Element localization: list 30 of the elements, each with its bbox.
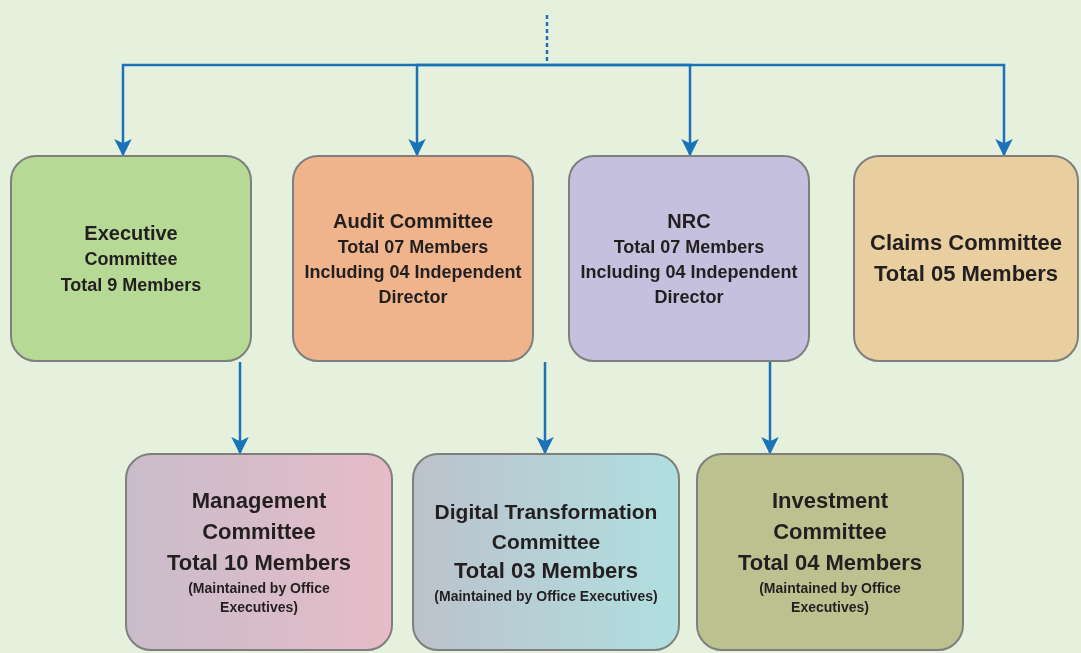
member-count: Total 07 Members Including 04 Independent Director xyxy=(303,235,523,310)
arrow xyxy=(231,362,249,455)
committee-name: Claims Committee xyxy=(870,228,1062,257)
committee-name: Executive xyxy=(84,221,178,247)
committee-name: Audit Committee xyxy=(333,208,493,234)
member-count: Total 03 Members xyxy=(453,557,639,586)
committee-name: Digital Transformation Committee xyxy=(433,499,659,555)
committee-box xyxy=(10,155,252,362)
member-count: Total 07 Members Including 04 Independent Director xyxy=(579,235,799,310)
member-count: Committee xyxy=(84,248,178,272)
arrow xyxy=(536,362,554,455)
committee-name: Management Committee xyxy=(190,487,328,546)
member-count: (Maintained by Office Executives) xyxy=(758,578,902,618)
arrow xyxy=(761,362,779,455)
member-count: (Maintained by Office Executives) xyxy=(434,587,658,606)
committee-box xyxy=(568,155,810,362)
committee-name: Investment Committee xyxy=(770,487,890,546)
arrow xyxy=(547,63,1013,157)
committee-box xyxy=(696,453,964,651)
committee-box xyxy=(412,453,680,651)
member-count: Total 04 Members xyxy=(737,548,923,577)
committee-box xyxy=(853,155,1079,362)
member-count: (Maintained by Office Executives) xyxy=(187,578,331,618)
arrow xyxy=(408,63,547,157)
member-count: Total 05 Members xyxy=(873,259,1059,288)
member-count: Total 9 Members xyxy=(60,273,202,297)
committee-box xyxy=(125,453,393,651)
committee-box xyxy=(292,155,534,362)
committee-name: NRC xyxy=(667,208,711,234)
member-count: Total 10 Members xyxy=(166,548,352,577)
